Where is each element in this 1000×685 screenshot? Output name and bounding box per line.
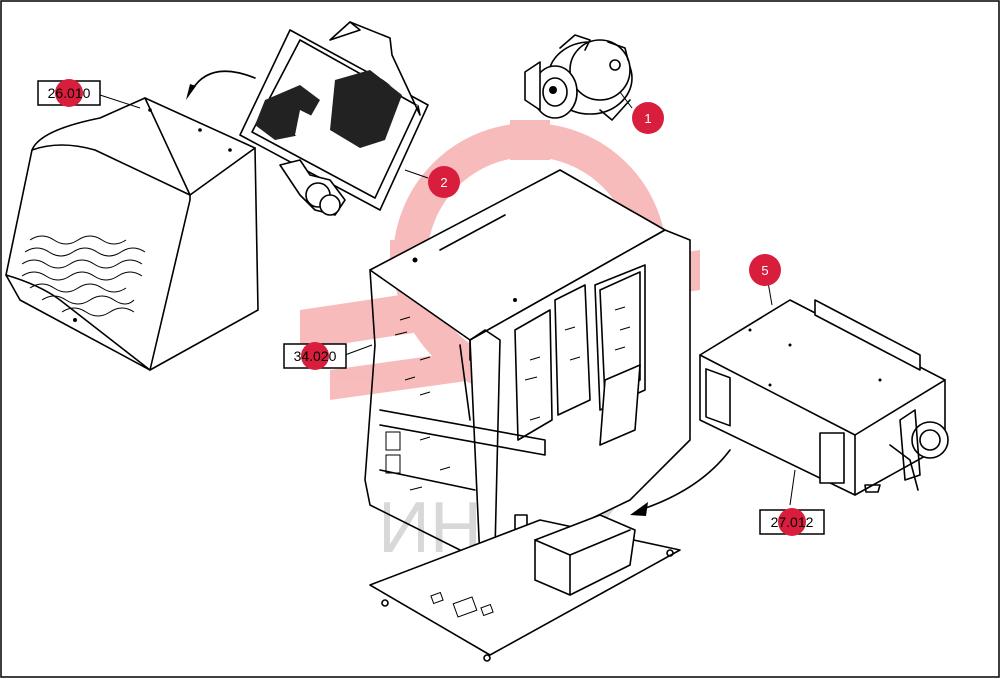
- cab-glass-marks: [394, 306, 631, 491]
- ref-label-1-badge: [55, 79, 83, 107]
- ref-label-3-text: 27.012: [771, 514, 814, 530]
- callout-2[interactable]: 2: [428, 166, 460, 198]
- ref-label-2-badge: [301, 342, 329, 370]
- leader-lines: [99, 91, 796, 506]
- callout-2-number: 2: [440, 175, 447, 190]
- ref-label-3[interactable]: 27.012: [759, 508, 825, 536]
- ac-unit-part[interactable]: [699, 299, 949, 496]
- ref-label-2-text: 34.020: [294, 348, 337, 364]
- callout-5[interactable]: 5: [749, 254, 781, 286]
- ref-label-3-badge: [778, 508, 806, 536]
- condenser-fins: [255, 70, 402, 148]
- ref-label-1[interactable]: 26.010: [37, 79, 101, 107]
- compressor-part[interactable]: [524, 34, 633, 121]
- ref-label-1-text: 26.010: [48, 85, 91, 101]
- cab-part[interactable]: [364, 169, 691, 561]
- condenser-part[interactable]: [186, 21, 429, 216]
- ref-label-2[interactable]: 34.020: [283, 342, 347, 370]
- callout-1-number: 1: [644, 111, 651, 126]
- callout-1[interactable]: 1: [632, 102, 664, 134]
- callout-5-number: 5: [761, 263, 768, 278]
- floor-plate-part[interactable]: [369, 449, 731, 662]
- engine-hood-part[interactable]: [5, 97, 259, 371]
